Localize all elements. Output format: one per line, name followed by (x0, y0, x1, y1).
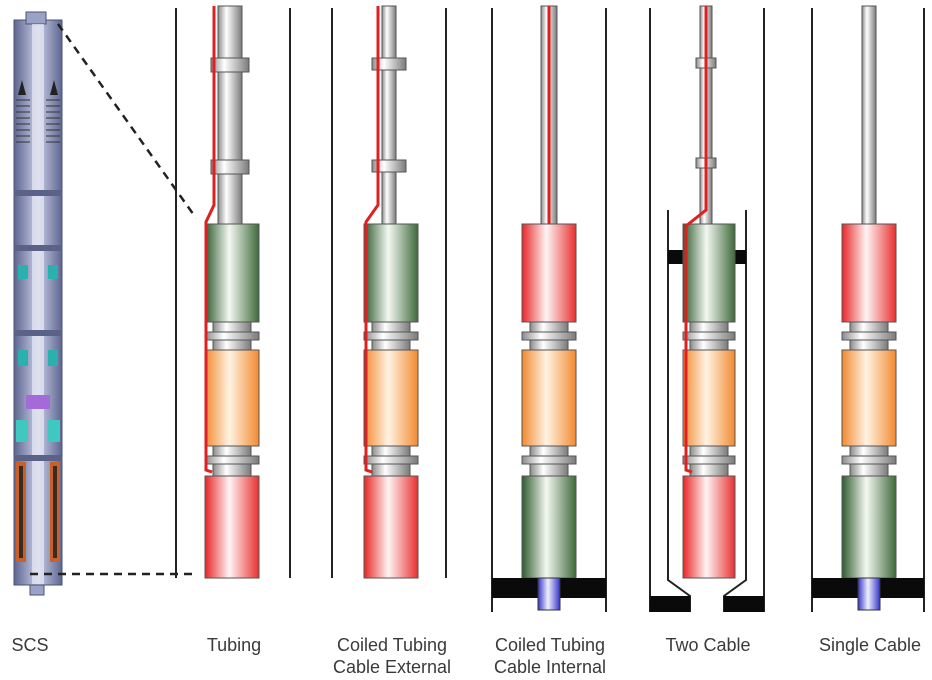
label-single-cable: Single Cable (818, 635, 922, 655)
leader-line-top (56, 23, 198, 219)
scs-tool-illustration (13, 11, 63, 596)
coiled-tubing-internal-configuration (491, 5, 607, 612)
tubing-configuration (175, 5, 291, 579)
label-line-2: Cable External (332, 657, 452, 677)
two-cable-configuration (649, 5, 765, 612)
single-cable-configuration (811, 5, 925, 612)
label-two-cable: Two Cable (665, 635, 751, 655)
label-line-1: Coiled Tubing (336, 635, 448, 655)
label-coiled-tubing-cable-external: Coiled Tubing Cable External (324, 634, 460, 678)
label-line-2: Cable Internal (493, 657, 607, 677)
label-coiled-tubing-cable-internal: Coiled Tubing Cable Internal (482, 634, 618, 678)
coiled-tubing-external-configuration (331, 5, 447, 579)
label-tubing: Tubing (206, 635, 262, 655)
label-scs: SCS (11, 635, 49, 655)
label-line-1: Coiled Tubing (494, 635, 606, 655)
